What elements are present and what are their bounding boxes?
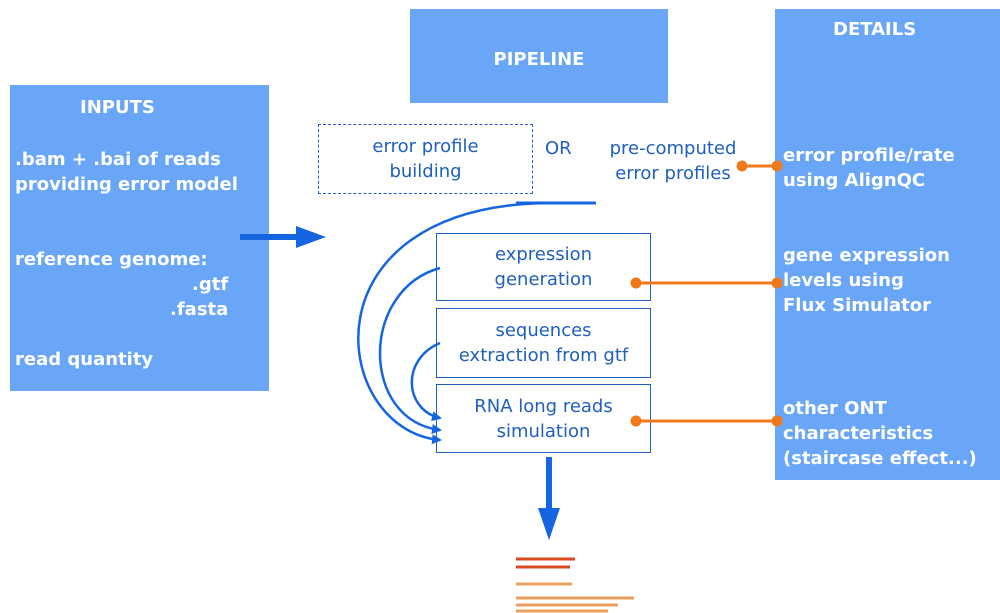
curve-arrow-expression bbox=[378, 266, 442, 434]
details-ont: other ONT characteristics (staircase eff… bbox=[783, 398, 977, 469]
sequences-extraction-label: sequences extraction from gtf bbox=[458, 320, 629, 366]
rna-simulation-box: RNA long reads simulation bbox=[436, 384, 651, 453]
expression-generation-box: expression generation bbox=[436, 233, 651, 301]
inputs-fasta: .fasta bbox=[170, 299, 229, 320]
simulation-output-arrow bbox=[538, 457, 560, 540]
details-panel: DETAILS error profile/rate using AlignQC… bbox=[775, 9, 1000, 480]
inputs-panel: INPUTS .bam + .bai of reads providing er… bbox=[10, 85, 269, 391]
simulated-reads-icon bbox=[516, 557, 634, 613]
details-gene-expression: gene expression levels using Flux Simula… bbox=[783, 245, 950, 316]
inputs-error-model: .bam + .bai of reads providing error mod… bbox=[15, 149, 238, 195]
pipeline-header: PIPELINE bbox=[410, 9, 668, 103]
connector-gene-expression bbox=[630, 277, 783, 289]
connector-ont bbox=[630, 415, 783, 427]
inputs-to-pipeline-arrow bbox=[240, 226, 326, 248]
error-profile-building-label: error profile building bbox=[372, 136, 479, 182]
pipeline-title: PIPELINE bbox=[493, 49, 585, 70]
curve-arrow-error-profile bbox=[357, 201, 551, 445]
error-profile-building-box: error profile building bbox=[318, 124, 533, 194]
inputs-read-quantity: read quantity bbox=[15, 349, 154, 370]
expression-generation-label: expression generation bbox=[494, 244, 593, 290]
rna-simulation-label: RNA long reads simulation bbox=[474, 395, 613, 442]
curve-arrow-sequences bbox=[410, 341, 442, 422]
inputs-gtf: .gtf bbox=[192, 274, 229, 295]
inputs-title: INPUTS bbox=[80, 97, 155, 118]
sequences-extraction-box: sequences extraction from gtf bbox=[436, 308, 651, 378]
precomputed-profiles-label: pre-computed error profiles bbox=[609, 138, 737, 184]
inputs-reference-genome: reference genome: bbox=[15, 249, 208, 270]
details-title: DETAILS bbox=[833, 19, 917, 40]
connector-error-profile bbox=[736, 160, 783, 172]
or-label: OR bbox=[545, 138, 572, 159]
details-error-profile: error profile/rate using AlignQC bbox=[783, 145, 955, 191]
